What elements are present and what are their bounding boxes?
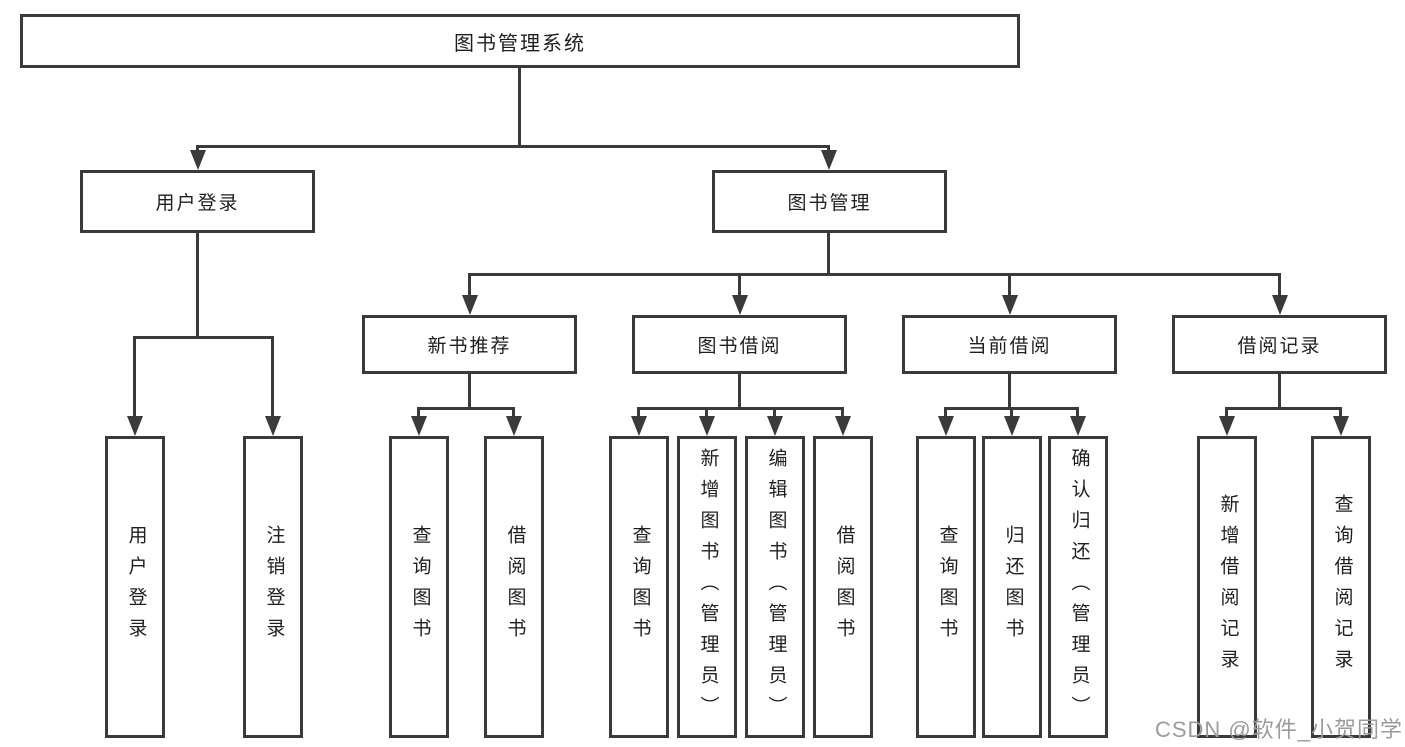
v-line <box>1225 407 1228 420</box>
leaf-query-borrow-record: 查询借阅记录 <box>1311 436 1371 738</box>
leaf-edit-book-admin: 编辑图书（管理员） <box>745 436 805 738</box>
node-user-login: 用户登录 <box>80 170 315 233</box>
leaf-label: 查询借阅记录 <box>1331 494 1353 680</box>
node-borrow-records: 借阅记录 <box>1172 315 1387 374</box>
node-label: 图书借阅 <box>697 336 782 357</box>
arrow-down-icon <box>1070 416 1086 436</box>
v-line <box>827 233 830 276</box>
arrow-down-icon <box>265 416 281 436</box>
leaf-label: 查询图书 <box>409 525 431 649</box>
leaf-label: 编辑图书（管理员） <box>765 447 787 727</box>
leaf-query-books-borrow: 查询图书 <box>609 436 669 738</box>
leaf-label: 借阅图书 <box>833 525 855 649</box>
arrow-down-icon <box>821 150 837 170</box>
v-line <box>738 374 741 410</box>
csdn-watermark: CSDN @软件_小贺同学 <box>1154 717 1403 742</box>
node-book-borrow: 图书借阅 <box>632 315 847 374</box>
v-line <box>468 273 471 299</box>
arrow-down-icon <box>631 416 647 436</box>
leaf-label: 确认归还（管理员） <box>1068 447 1090 727</box>
leaf-confirm-return-admin: 确认归还（管理员） <box>1048 436 1108 738</box>
arrow-down-icon <box>411 416 427 436</box>
leaf-label: 注销登录 <box>263 525 285 649</box>
h-line <box>468 273 1281 276</box>
v-line <box>417 407 420 420</box>
arrow-down-icon <box>1219 416 1235 436</box>
leaf-logout: 注销登录 <box>243 436 303 738</box>
arrow-down-icon <box>767 416 783 436</box>
leaf-add-borrow-record: 新增借阅记录 <box>1197 436 1257 738</box>
arrow-down-icon <box>190 150 206 170</box>
leaf-query-books-recommend: 查询图书 <box>389 436 449 738</box>
v-line <box>1278 273 1281 299</box>
v-line <box>637 407 640 420</box>
leaf-borrow-books: 借阅图书 <box>813 436 873 738</box>
node-label: 当前借阅 <box>967 336 1052 357</box>
leaf-query-books-current: 查询图书 <box>916 436 976 738</box>
v-line <box>518 68 521 148</box>
leaf-label: 归还图书 <box>1002 525 1024 649</box>
h-line <box>196 145 830 148</box>
v-line <box>944 407 947 420</box>
node-current-borrow: 当前借阅 <box>902 315 1117 374</box>
v-line <box>1010 407 1013 420</box>
h-line <box>1225 407 1342 410</box>
arrow-down-icon <box>506 416 522 436</box>
arrow-down-icon <box>732 295 748 315</box>
node-book-management-system: 图书管理系统 <box>20 14 1020 68</box>
arrow-down-icon <box>938 416 954 436</box>
v-line <box>841 407 844 420</box>
v-line <box>468 374 471 410</box>
arrow-down-icon <box>699 416 715 436</box>
v-line <box>1278 374 1281 410</box>
arrow-down-icon <box>127 416 143 436</box>
v-line <box>738 273 741 299</box>
node-new-book-recommend: 新书推荐 <box>362 315 577 374</box>
leaf-add-book-admin: 新增图书（管理员） <box>677 436 737 738</box>
node-book-management: 图书管理 <box>712 170 947 233</box>
leaf-return-book: 归还图书 <box>982 436 1042 738</box>
v-line <box>773 407 776 420</box>
h-line <box>637 407 844 410</box>
v-line <box>512 407 515 420</box>
arrow-down-icon <box>1002 295 1018 315</box>
arrow-down-icon <box>835 416 851 436</box>
v-line <box>196 233 199 339</box>
node-label: 新书推荐 <box>427 336 512 357</box>
v-line <box>1008 374 1011 410</box>
arrow-down-icon <box>1004 416 1020 436</box>
node-label: 图书管理系统 <box>454 32 586 55</box>
leaf-label: 查询图书 <box>629 525 651 649</box>
v-line <box>271 336 274 420</box>
arrow-down-icon <box>1333 416 1349 436</box>
arrow-down-icon <box>1272 295 1288 315</box>
leaf-label: 用户登录 <box>125 525 147 649</box>
v-line <box>1076 407 1079 420</box>
leaf-label: 查询图书 <box>936 525 958 649</box>
node-label: 借阅记录 <box>1237 336 1322 357</box>
leaf-borrow-books-recommend: 借阅图书 <box>484 436 544 738</box>
leaf-label: 新增借阅记录 <box>1217 494 1239 680</box>
v-line <box>705 407 708 420</box>
v-line <box>1008 273 1011 299</box>
leaf-user-login: 用户登录 <box>105 436 165 738</box>
leaf-label: 借阅图书 <box>504 525 526 649</box>
v-line <box>133 336 136 420</box>
node-label: 用户登录 <box>155 193 240 214</box>
v-line <box>1339 407 1342 420</box>
h-line <box>417 407 515 410</box>
h-line <box>133 336 274 339</box>
leaf-label: 新增图书（管理员） <box>697 447 719 727</box>
arrow-down-icon <box>462 295 478 315</box>
node-label: 图书管理 <box>787 193 872 214</box>
